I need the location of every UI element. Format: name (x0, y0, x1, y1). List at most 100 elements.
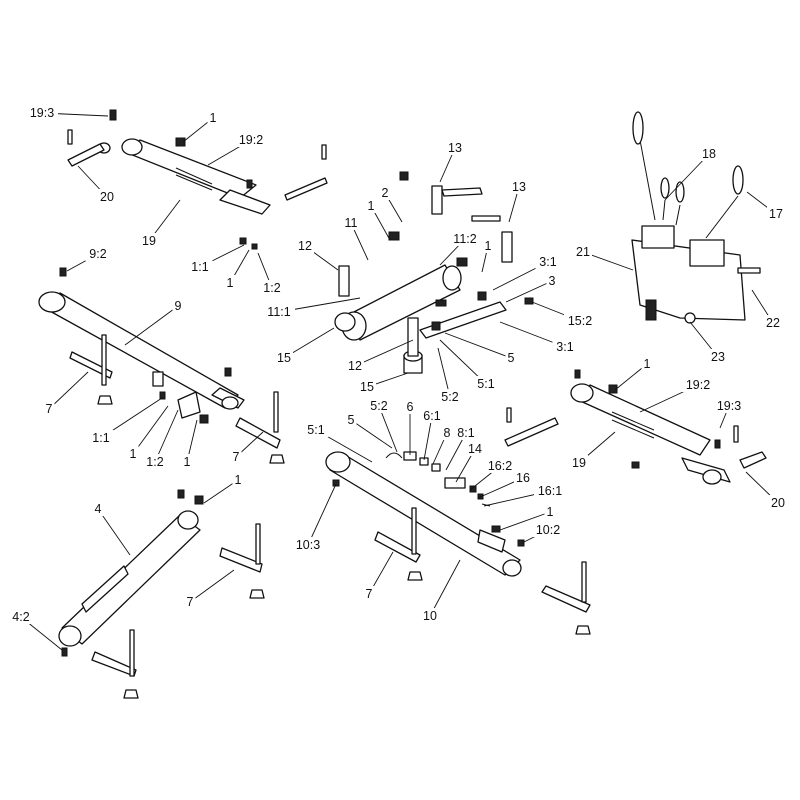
callout-label: 19:2 (239, 133, 263, 147)
callout-label: 7 (233, 450, 240, 464)
callout-label-bg (346, 358, 364, 373)
callout-label: 1 (485, 239, 492, 253)
cylinder-9 (38, 291, 245, 419)
callout-label: 15 (360, 380, 374, 394)
callout-label-bg (230, 449, 242, 464)
callout-label: 3 (549, 274, 556, 288)
fittings-19-top (109, 109, 258, 250)
callout-label-bg (207, 110, 219, 125)
callout-label-bg (365, 198, 377, 213)
callout-label-bg (767, 206, 785, 221)
callout-label-bg (232, 472, 244, 487)
callout-label-bg (713, 398, 745, 413)
cylinder-19-top-left (97, 138, 271, 215)
callout-label-bg (466, 441, 484, 456)
fittings-center (388, 171, 534, 331)
callout-label-bg (259, 280, 285, 295)
callout-label: 7 (366, 587, 373, 601)
callout-label-bg (769, 495, 787, 510)
callout-label-bg (88, 430, 114, 445)
callout-label: 5:1 (477, 377, 494, 391)
leader-line (378, 405, 398, 453)
callout-label-bg (682, 377, 714, 392)
callout-label-bg (292, 537, 324, 552)
callout-label: 22 (766, 316, 780, 330)
callout-label-bg (570, 455, 588, 470)
callout-label: 9 (175, 299, 182, 313)
callout-label-bg (184, 594, 196, 609)
callout-label: 7 (46, 402, 53, 416)
callout-label-bg (449, 231, 481, 246)
leader-line (307, 483, 337, 546)
leader-line (437, 347, 451, 398)
callout-label-bg (235, 132, 267, 147)
callout-label-bg (446, 140, 464, 155)
callout-label-bg (224, 275, 236, 290)
callout-label: 15:2 (568, 314, 592, 328)
leader-line (189, 569, 235, 603)
callout-label-bg (181, 454, 193, 469)
callout-label-bg (366, 398, 392, 413)
callout-label: 18 (702, 147, 716, 161)
pin-20-top-left (67, 129, 105, 167)
callout-label: 14 (468, 442, 482, 456)
callout-label: 1 (227, 276, 234, 290)
callout-label: 5:1 (307, 423, 324, 437)
callout-label-bg (482, 238, 494, 253)
callout-label: 19:3 (717, 399, 741, 413)
callout-label: 1:1 (92, 431, 109, 445)
callout-label-bg (85, 246, 111, 261)
callout-label: 9:2 (89, 247, 106, 261)
control-valve-18 (631, 111, 761, 324)
callout-label: 4:2 (12, 610, 29, 624)
leader-line (423, 415, 433, 461)
callout-label: 1:2 (263, 281, 280, 295)
callout-label: 1 (210, 111, 217, 125)
callout-label-bg (421, 608, 439, 623)
cylinder-4 (58, 510, 201, 647)
pin-top-right-of-19 (284, 144, 328, 201)
callout-label-bg (345, 412, 357, 427)
callout-label: 1 (130, 447, 137, 461)
valve-parts-5-6-8-14-16 (385, 451, 491, 507)
cylinder-10 (325, 451, 522, 577)
pins-12-13 (338, 185, 513, 357)
leader-line (350, 419, 393, 449)
callout-label: 11:2 (453, 232, 476, 246)
callout-label: 1:1 (191, 260, 208, 274)
callout-label: 17 (769, 207, 783, 221)
callout-label-bg (437, 389, 463, 404)
callout-label-bg (92, 501, 104, 516)
callout-label-bg (363, 586, 375, 601)
callout-label-bg (700, 146, 718, 161)
callout-label: 11 (345, 216, 358, 230)
callout-label-bg (641, 356, 653, 371)
callout-label: 1 (235, 473, 242, 487)
callout-label-bg (764, 315, 782, 330)
leader-line (499, 511, 551, 531)
callout-label-bg (419, 408, 445, 423)
leader-line (354, 339, 414, 367)
callout-label: 13 (512, 180, 526, 194)
callout-label: 1 (547, 505, 554, 519)
cylinder-19-right (570, 383, 731, 485)
callout-label: 1 (368, 199, 375, 213)
cylinder-11 (341, 264, 507, 341)
callout-label: 5:2 (370, 399, 387, 413)
callout-label: 6:1 (423, 409, 440, 423)
callout-label: 10:3 (296, 538, 320, 552)
leader-line (132, 405, 169, 455)
callout-label: 12 (348, 359, 362, 373)
callout-label: 20 (100, 190, 114, 204)
callout-label-bg (510, 179, 528, 194)
callout-label-bg (441, 425, 453, 440)
callout-label-bg (43, 401, 55, 416)
callout-label: 1:2 (146, 455, 163, 469)
callout-label-bg (172, 298, 184, 313)
callout-label-bg (358, 379, 376, 394)
callout-label-bg (98, 189, 116, 204)
callout-label: 1 (644, 357, 651, 371)
callout-label-bg (453, 425, 479, 440)
pins-7-bottom-left (91, 523, 265, 699)
